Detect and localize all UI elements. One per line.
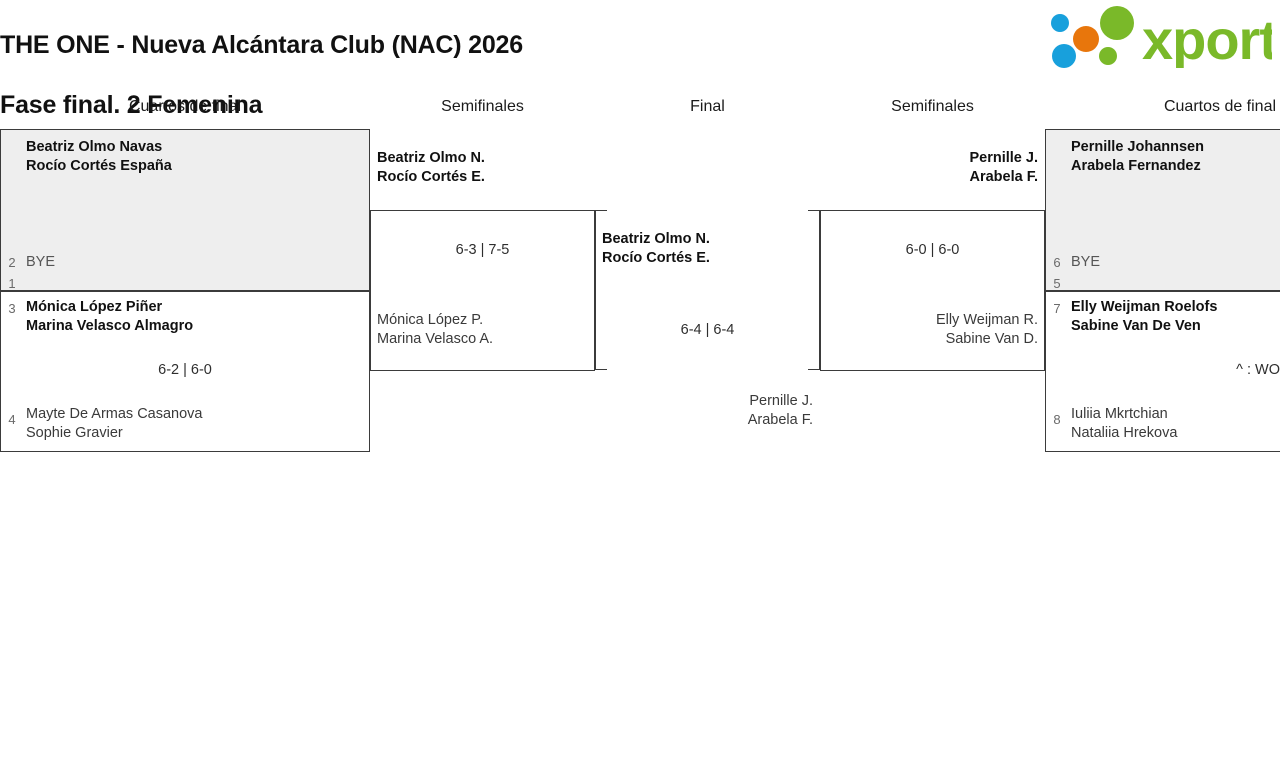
team-top: Pernille J. Arabela F. [820, 149, 1038, 187]
team-player-1: Pernille J. [969, 150, 1038, 166]
match-qf-left-1[interactable]: 1 Beatriz Olmo Navas Rocío Cortés España… [0, 129, 370, 291]
team-player-2: Sabine Van D. [945, 331, 1038, 347]
team-player-1: BYE [1071, 254, 1101, 270]
match-box [1045, 291, 1280, 452]
team-finalist-right: Pernille J. Arabela F. [595, 392, 813, 430]
team-player-2: Nataliia Hrekova [1071, 425, 1178, 441]
match-final[interactable]: Beatriz Olmo N. Rocío Cortés E. 6-4 | 6-… [595, 210, 820, 440]
team-player-1: Pernille J. [749, 393, 813, 409]
seed-number: 5 [1053, 276, 1061, 291]
seed-number-bottom: 4 [8, 412, 16, 427]
team-top: Beatriz Olmo Navas Rocío Cortés España [26, 138, 172, 176]
team-player-1: Beatriz Olmo N. [602, 231, 710, 247]
title-line-2: Fase final. 2 Femenina [0, 91, 263, 119]
team-bottom: BYE [1071, 253, 1100, 272]
team-player-1: Elly Weijman R. [935, 312, 1038, 328]
team-player-2: Rocío Cortés E. [602, 250, 710, 266]
team-player-1: BYE [26, 254, 56, 270]
team-player-1: Mónica López P. [377, 312, 484, 328]
team-player-2: Arabela Fernandez [1071, 158, 1201, 174]
team-top: Mónica López Piñer Marina Velasco Almagr… [26, 298, 193, 336]
team-finalist-left: Beatriz Olmo N. Rocío Cortés E. [602, 230, 710, 268]
team-bottom: BYE [26, 253, 55, 272]
svg-text:xporty: xporty [1142, 8, 1272, 68]
team-player-1: Beatriz Olmo Navas [26, 139, 163, 155]
team-player-2: Sophie Gravier [26, 425, 123, 441]
team-bottom: Iuliia Mkrtchian Nataliia Hrekova [1071, 405, 1177, 443]
match-qf-left-2[interactable]: 3 Mónica López Piñer Marina Velasco Alma… [0, 291, 370, 452]
round-header-sf-right: Semifinales [891, 98, 974, 115]
team-top: Pernille Johannsen Arabela Fernandez [1071, 138, 1204, 176]
round-header-final: Final [690, 98, 725, 115]
team-player-2: Rocío Cortés E. [377, 169, 485, 185]
match-score: ^ : WO [1236, 362, 1280, 378]
xporty-logo[interactable]: xporty [1042, 6, 1280, 71]
team-top: Elly Weijman Roelofs Sabine Van De Ven [1071, 298, 1217, 336]
team-player-2: Marina Velasco Almagro [26, 318, 194, 334]
logo-dot-blue-small [1051, 14, 1069, 32]
team-player-1: Pernille Johannsen [1071, 139, 1204, 155]
team-player-2: Sabine Van De Ven [1071, 318, 1201, 334]
match-score: 6-3 | 7-5 [455, 242, 510, 258]
seed-number-bottom: 8 [1053, 412, 1061, 427]
round-header-sf-left: Semifinales [441, 98, 524, 115]
team-bottom: Elly Weijman R. Sabine Van D. [820, 311, 1038, 349]
match-sf-left[interactable]: Beatriz Olmo N. Rocío Cortés E. 6-3 | 7-… [370, 129, 595, 371]
match-sf-right[interactable]: Pernille J. Arabela F. 6-0 | 6-0 Elly We… [820, 129, 1045, 371]
page-title: THE ONE - Nueva Alcántara Club (NAC) 202… [0, 0, 1000, 150]
team-player-2: Rocío Cortés España [26, 158, 172, 174]
team-player-1: Mayte De Armas Casanova [26, 406, 203, 422]
logo-dot-blue-large [1052, 44, 1076, 68]
match-box [1045, 129, 1280, 291]
team-player-1: Mónica López Piñer [26, 299, 163, 315]
team-player-1: Iuliia Mkrtchian [1071, 406, 1168, 422]
match-box [0, 291, 370, 452]
match-score: 6-4 | 6-4 [680, 322, 735, 338]
match-connector [370, 210, 595, 371]
match-score: 6-0 | 6-0 [905, 242, 960, 258]
logo-dot-orange [1073, 26, 1099, 52]
team-player-1: Beatriz Olmo N. [377, 150, 485, 166]
final-connector-right [808, 210, 820, 370]
seed-number: 3 [8, 301, 16, 316]
logo-dot-green-large [1100, 6, 1134, 40]
team-player-2: Arabela F. [747, 412, 813, 428]
match-qf-right-2[interactable]: 7 Elly Weijman Roelofs Sabine Van De Ven… [1045, 291, 1280, 452]
final-connector-left [595, 210, 607, 370]
team-player-2: Arabela F. [969, 169, 1039, 185]
match-box [0, 129, 370, 291]
seed-number-bottom: 2 [8, 255, 16, 270]
seed-number-bottom: 6 [1053, 255, 1061, 270]
team-player-1: Elly Weijman Roelofs [1071, 299, 1218, 315]
team-player-2: Marina Velasco A. [377, 331, 494, 347]
match-score: 6-2 | 6-0 [158, 362, 212, 378]
team-bottom: Mayte De Armas Casanova Sophie Gravier [26, 405, 203, 443]
seed-number: 7 [1053, 301, 1061, 316]
match-connector [820, 210, 1045, 371]
match-qf-right-1[interactable]: 5 Pernille Johannsen Arabela Fernandez 6… [1045, 129, 1280, 291]
seed-number: 1 [8, 276, 16, 291]
team-bottom: Mónica López P. Marina Velasco A. [377, 311, 493, 349]
round-header-qf-right: Cuartos de final [1163, 98, 1277, 115]
title-line-1: THE ONE - Nueva Alcántara Club (NAC) 202… [0, 31, 523, 59]
team-top: Beatriz Olmo N. Rocío Cortés E. [377, 149, 485, 187]
round-header-qf-left: Cuartos de final [128, 98, 242, 115]
logo-dot-green-small [1099, 47, 1117, 65]
